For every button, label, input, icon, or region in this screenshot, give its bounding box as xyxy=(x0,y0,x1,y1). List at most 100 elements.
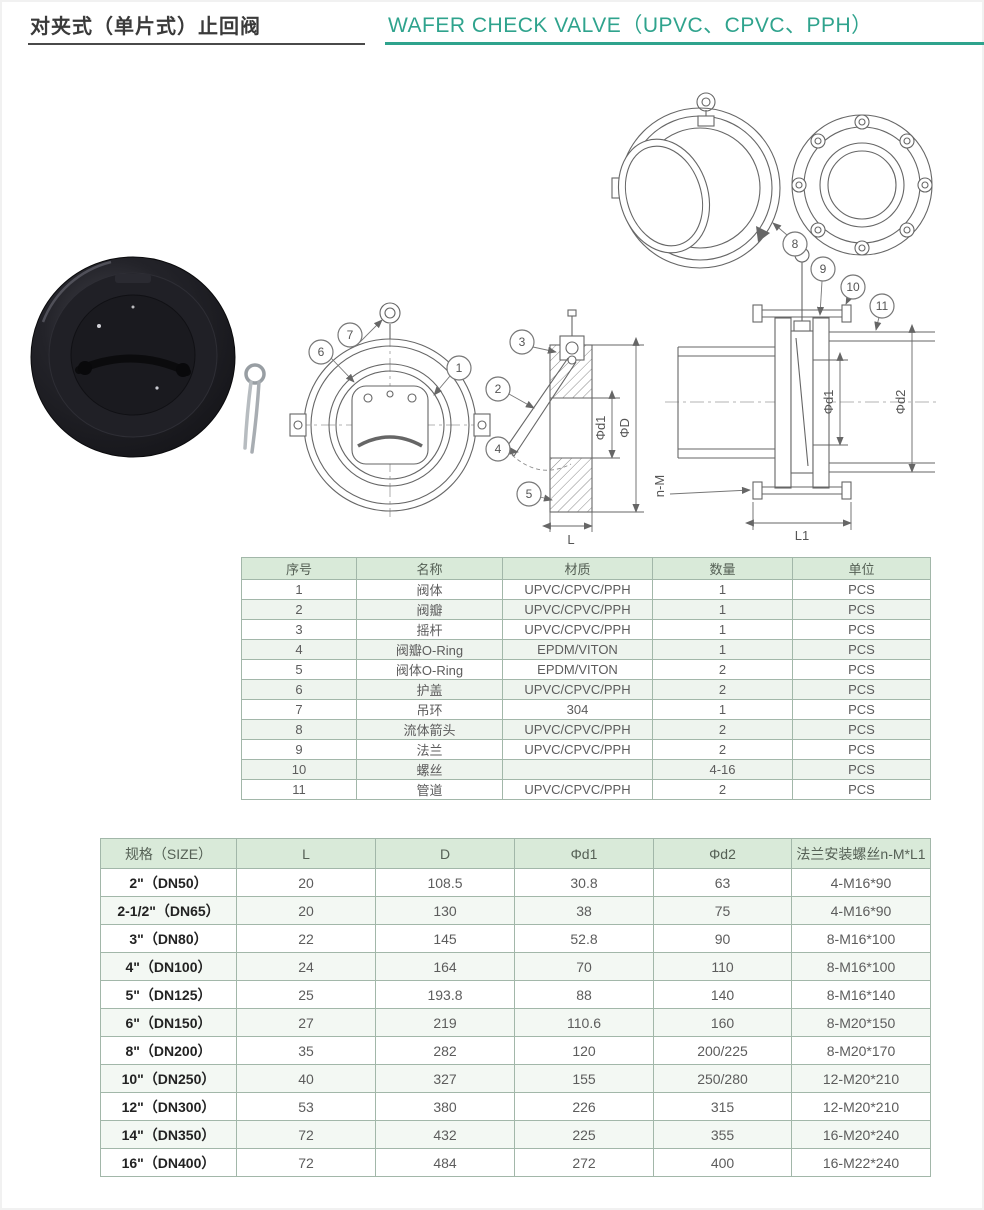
table-cell: 226 xyxy=(514,1092,654,1121)
table-cell: 484 xyxy=(375,1148,515,1177)
table-cell: 24 xyxy=(236,952,376,981)
size-table: 规格（SIZE） L D Φd1 Φd2 法兰安装螺丝n-M*L1 2"（DN5… xyxy=(100,838,931,1177)
table-cell: 4"（DN100） xyxy=(100,952,237,981)
svg-text:7: 7 xyxy=(347,328,354,342)
table-cell: 2 xyxy=(241,599,357,620)
column-header: 名称 xyxy=(356,557,503,580)
table-cell: 2 xyxy=(652,719,793,740)
table-cell: 8-M16*100 xyxy=(791,924,931,953)
table-cell: 4-M16*90 xyxy=(791,896,931,925)
table-cell: 12-M20*210 xyxy=(791,1064,931,1093)
column-header: Φd2 xyxy=(653,838,792,869)
svg-text:3: 3 xyxy=(519,335,526,349)
table-cell: 327 xyxy=(375,1064,515,1093)
table-cell: 108.5 xyxy=(375,868,515,897)
table-cell: 8"（DN200） xyxy=(100,1036,237,1065)
svg-text:2: 2 xyxy=(495,382,502,396)
dim-label-L1: L1 xyxy=(795,528,809,543)
table-cell: 145 xyxy=(375,924,515,953)
table-cell: PCS xyxy=(792,579,931,600)
dim-label-side-d1: Φd1 xyxy=(593,416,608,441)
table-cell: 355 xyxy=(653,1120,792,1149)
table-cell: 4 xyxy=(241,639,357,660)
table-cell: PCS xyxy=(792,739,931,760)
table-cell: PCS xyxy=(792,719,931,740)
table-cell: 120 xyxy=(514,1036,654,1065)
callout-3: 3 xyxy=(509,329,535,355)
table-cell: 1 xyxy=(652,599,793,620)
table-cell: 219 xyxy=(375,1008,515,1037)
table-cell: 16-M20*240 xyxy=(791,1120,931,1149)
table-cell: 70 xyxy=(514,952,654,981)
table-cell: 400 xyxy=(653,1148,792,1177)
table-cell: 阀体O-Ring xyxy=(356,659,503,680)
table-cell: 护盖 xyxy=(356,679,503,700)
table-cell: 4-16 xyxy=(652,759,793,780)
perspective-view xyxy=(611,92,933,269)
table-cell: 193.8 xyxy=(375,980,515,1009)
column-header: 法兰安装螺丝n-M*L1 xyxy=(791,838,931,869)
flange-bolts xyxy=(791,114,933,256)
table-cell: 164 xyxy=(375,952,515,981)
table-cell: 10 xyxy=(241,759,357,780)
table-cell: UPVC/CPVC/PPH xyxy=(502,679,653,700)
table-cell: 130 xyxy=(375,896,515,925)
svg-text:1: 1 xyxy=(456,361,463,375)
dim-label-inst-d2: Φd2 xyxy=(893,390,908,415)
column-header: D xyxy=(375,838,515,869)
table-cell: 2 xyxy=(652,659,793,680)
technical-drawing: Φd1 ΦD L xyxy=(289,92,940,547)
column-header: 规格（SIZE） xyxy=(100,838,237,869)
table-cell: 法兰 xyxy=(356,739,503,760)
table-cell: PCS xyxy=(792,659,931,680)
table-cell: 35 xyxy=(236,1036,376,1065)
table-cell: 20 xyxy=(236,868,376,897)
table-cell: 6"（DN150） xyxy=(100,1008,237,1037)
table-cell: 272 xyxy=(514,1148,654,1177)
table-cell: PCS xyxy=(792,619,931,640)
table-cell: 110.6 xyxy=(514,1008,654,1037)
table-cell: 53 xyxy=(236,1092,376,1121)
title-underline-dark xyxy=(28,43,365,45)
product-photo xyxy=(30,256,266,458)
table-cell: 155 xyxy=(514,1064,654,1093)
side-view: Φd1 ΦD L xyxy=(505,309,644,547)
table-cell: 1 xyxy=(241,579,357,600)
page-title-cn: 对夹式（单片式）止回阀 xyxy=(30,16,261,38)
callout-9: 9 xyxy=(810,256,836,282)
table-cell: 25 xyxy=(236,980,376,1009)
column-header: L xyxy=(236,838,376,869)
callout-8: 8 xyxy=(782,231,808,257)
table-cell: 304 xyxy=(502,699,653,720)
table-cell: UPVC/CPVC/PPH xyxy=(502,579,653,600)
table-cell: 72 xyxy=(236,1148,376,1177)
table-cell: 8-M16*140 xyxy=(791,980,931,1009)
table-cell: 2 xyxy=(652,779,793,800)
table-cell: 315 xyxy=(653,1092,792,1121)
table-cell: 432 xyxy=(375,1120,515,1149)
callout-4: 4 xyxy=(485,436,511,462)
table-cell: 10"（DN250） xyxy=(100,1064,237,1093)
table-cell: 14"（DN350） xyxy=(100,1120,237,1149)
table-cell: PCS xyxy=(792,679,931,700)
page-title-en: WAFER CHECK VALVE（UPVC、CPVC、PPH） xyxy=(388,14,873,37)
valve-photo xyxy=(30,256,236,458)
table-cell: 4-M16*90 xyxy=(791,868,931,897)
svg-text:9: 9 xyxy=(820,262,827,276)
table-cell: 摇杆 xyxy=(356,619,503,640)
dim-label-inst-d1: Φd1 xyxy=(821,390,836,415)
table-cell: 282 xyxy=(375,1036,515,1065)
table-cell: 12"（DN300） xyxy=(100,1092,237,1121)
